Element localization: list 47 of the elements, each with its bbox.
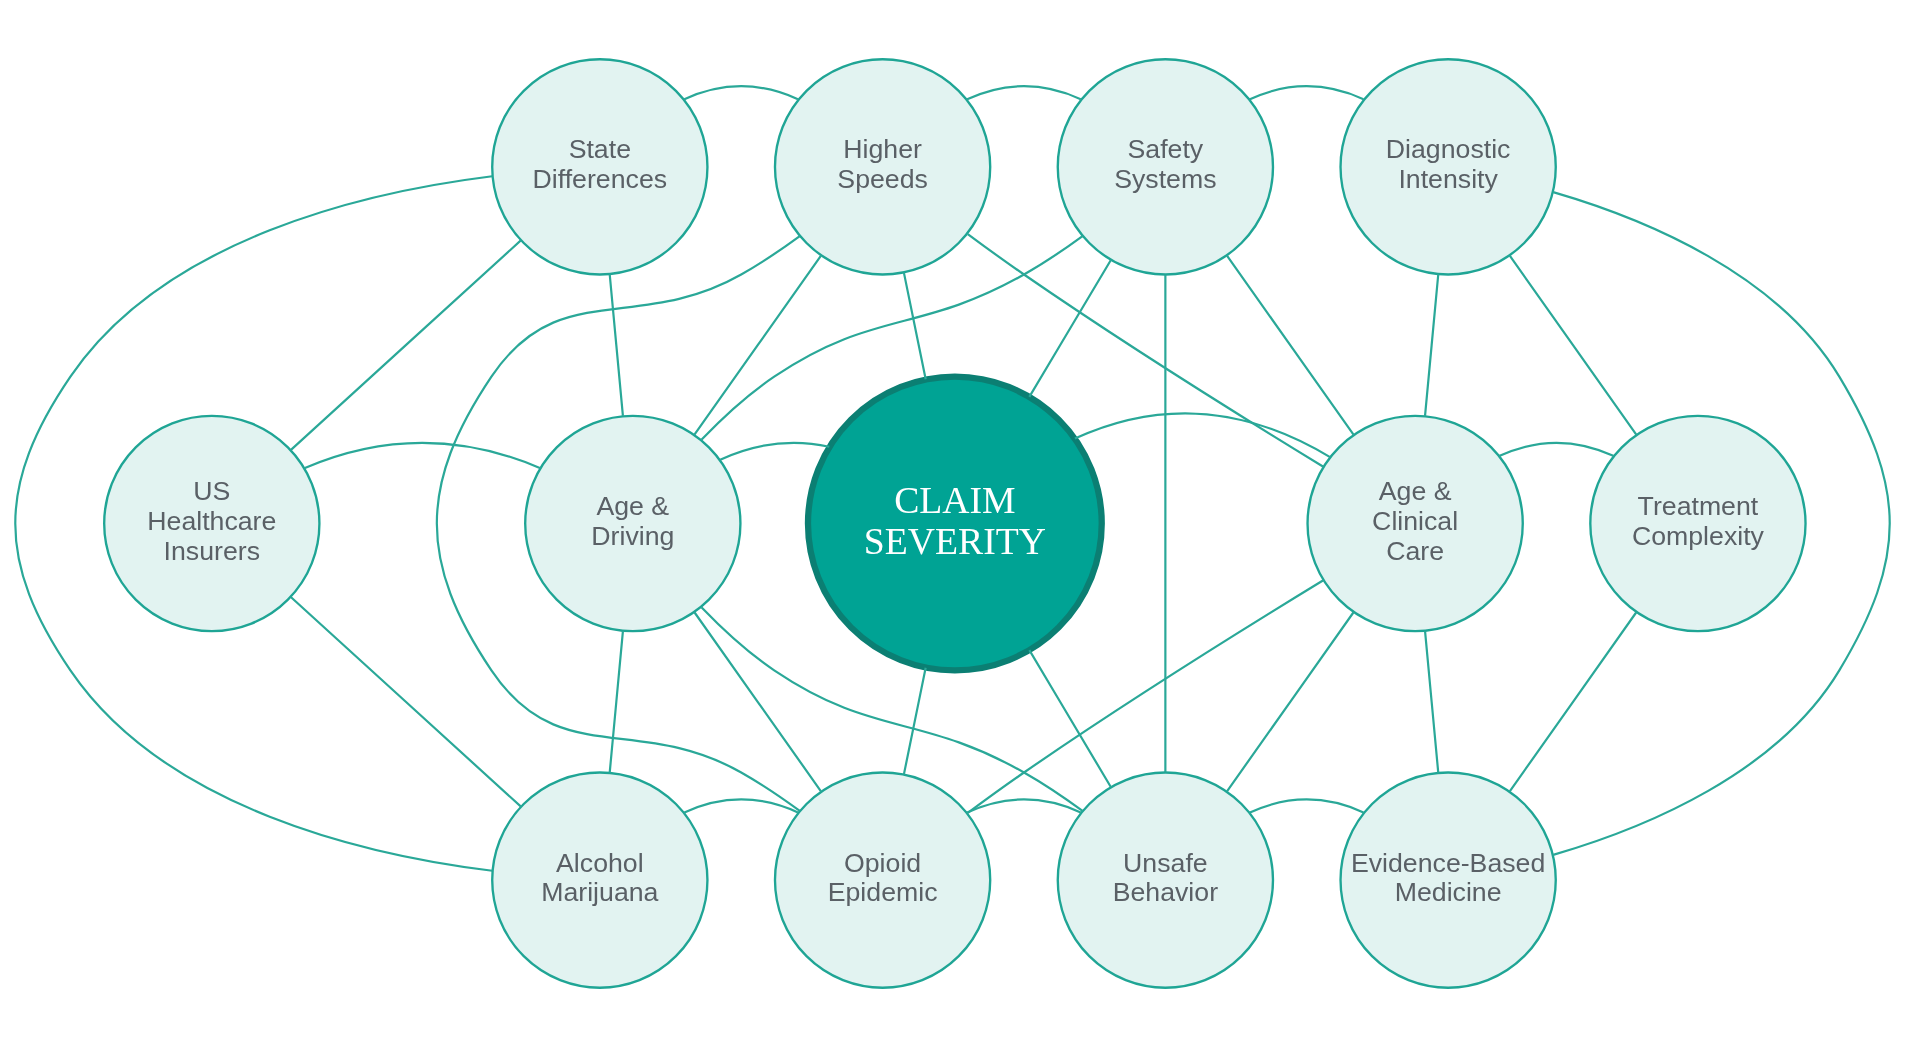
connector (1508, 611, 1638, 792)
node-circle: US Healthcare Insurers (103, 414, 321, 633)
connector (1248, 798, 1364, 814)
connector (1423, 631, 1440, 773)
connector (1074, 412, 1331, 459)
node-circle: CLAIM SEVERITY (804, 373, 1105, 674)
node-circle: Alcohol Marijuana (491, 771, 709, 989)
node-circle: Higher Speeds (773, 58, 992, 276)
node-circle: Safety Systems (1056, 58, 1275, 276)
connector (1552, 191, 1891, 856)
connector (967, 233, 1324, 468)
node-circle: Diagnostic Intensity (1339, 58, 1557, 276)
connector (608, 274, 624, 417)
connector (608, 631, 624, 773)
connector (966, 85, 1082, 101)
connector (700, 235, 1084, 441)
connector (1508, 254, 1638, 436)
node-circle: Age & Clinical Care (1306, 414, 1524, 633)
connector (966, 798, 1082, 814)
connector (902, 272, 927, 380)
connector (14, 175, 493, 872)
node-circle: Evidence-Based Medicine (1339, 771, 1557, 989)
node-circle: State Differences (491, 58, 709, 276)
node-circle: Treatment Complexity (1589, 414, 1807, 633)
node-circle: Age & Driving (524, 414, 742, 633)
connector (683, 85, 799, 101)
connector (436, 235, 801, 812)
connector (1225, 254, 1355, 436)
connector (1423, 274, 1440, 417)
connector (967, 579, 1324, 814)
connector (683, 798, 799, 814)
connector (719, 441, 830, 461)
connector (303, 441, 541, 470)
connector (700, 606, 1084, 812)
connector (290, 596, 522, 808)
connector (1028, 649, 1112, 788)
connector (289, 239, 522, 451)
connector (693, 254, 823, 436)
connector (1028, 259, 1112, 398)
node-circle: Unsafe Behavior (1056, 771, 1275, 989)
connector (1164, 274, 1167, 773)
connector (1248, 85, 1364, 101)
node-circle: Opioid Epidemic (773, 771, 992, 989)
connector (1498, 441, 1614, 458)
connector (902, 667, 927, 775)
connector (1226, 611, 1355, 792)
connector (693, 611, 822, 792)
